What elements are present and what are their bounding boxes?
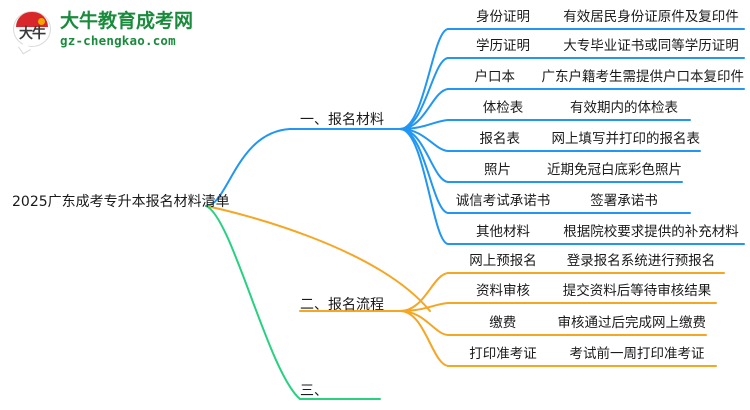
logo-wordmark: 大牛教育成考网 gz-chengkao.com (60, 12, 193, 48)
leaf-value: 登录报名系统进行预报名 (566, 253, 716, 269)
leaf-row[interactable]: 照片 近期免冠白底彩色照片 (448, 154, 682, 182)
leaf-key: 诚信考试承诺书 (455, 193, 551, 209)
leaf-row[interactable]: 户口本 广东户籍考生需提供户口本复印件 (448, 61, 745, 89)
branch-title-2[interactable]: 二、报名流程 (300, 297, 384, 313)
leaf-key: 资料审核 (476, 283, 530, 299)
leaf-value: 考试前一周打印准考证 (569, 346, 705, 362)
leaf-key: 其他材料 (476, 224, 530, 240)
leaf-row[interactable]: 资料审核 提交资料后等待审核结果 (448, 275, 716, 303)
leaf-key: 户口本 (474, 69, 516, 85)
leaf-value: 根据院校要求提供的补充材料 (563, 224, 739, 240)
leaf-key: 体检表 (482, 100, 524, 116)
leaf-key: 身份证明 (476, 9, 530, 25)
leaf-key: 缴费 (489, 315, 517, 331)
leaf-row[interactable]: 诚信考试承诺书 签署承诺书 (448, 185, 690, 213)
logo-domain: gz-chengkao.com (60, 33, 176, 49)
leaf-key: 打印准考证 (469, 346, 537, 362)
leaf-key: 学历证明 (476, 38, 530, 54)
branch-title-1[interactable]: 一、报名材料 (300, 112, 384, 128)
leaf-value: 提交资料后等待审核结果 (562, 283, 712, 299)
leaf-row[interactable]: 网上预报名 登录报名系统进行预报名 (448, 245, 724, 273)
leaf-value: 审核通过后完成网上缴费 (557, 315, 707, 331)
leaf-value: 签署承诺书 (590, 193, 658, 209)
logo-mark-text: 大牛 (19, 26, 46, 42)
leaf-key: 报名表 (479, 131, 521, 147)
logo-orange-dot (38, 18, 45, 25)
leaf-row[interactable]: 学历证明 大专毕业证书或同等学历证明 (448, 30, 744, 58)
leaf-value: 有效期内的体检表 (570, 100, 678, 116)
leaf-row[interactable]: 其他材料 根据院校要求提供的补充材料 (448, 216, 744, 244)
site-logo: 大牛 大牛教育成考网 gz-chengkao.com (12, 6, 222, 55)
logo-title: 大牛教育成考网 (60, 10, 194, 33)
logo-bubble-icon: 大牛 (12, 10, 54, 55)
leaf-row[interactable]: 体检表 有效期内的体检表 (448, 92, 690, 120)
leaf-row[interactable]: 打印准考证 考试前一周打印准考证 (448, 338, 716, 366)
leaf-value: 网上填写并打印的报名表 (551, 131, 701, 147)
branch-title-3[interactable]: 三、 (300, 383, 328, 399)
leaf-key: 照片 (484, 162, 511, 178)
leaf-row[interactable]: 身份证明 有效居民身份证原件及复印件 (448, 1, 744, 29)
leaf-value: 有效居民身份证原件及复印件 (563, 9, 739, 25)
leaf-value: 近期免冠白底彩色照片 (547, 162, 682, 178)
leaf-key: 网上预报名 (469, 253, 537, 269)
leaf-row[interactable]: 缴费 审核通过后完成网上缴费 (448, 307, 706, 335)
leaf-value: 大专毕业证书或同等学历证明 (563, 38, 739, 54)
leaf-value: 广东户籍考生需提供户口本复印件 (541, 69, 745, 85)
root-node[interactable]: 2025广东成考专升本报名材料清单 (12, 194, 230, 210)
leaf-row[interactable]: 报名表 网上填写并打印的报名表 (448, 123, 701, 151)
